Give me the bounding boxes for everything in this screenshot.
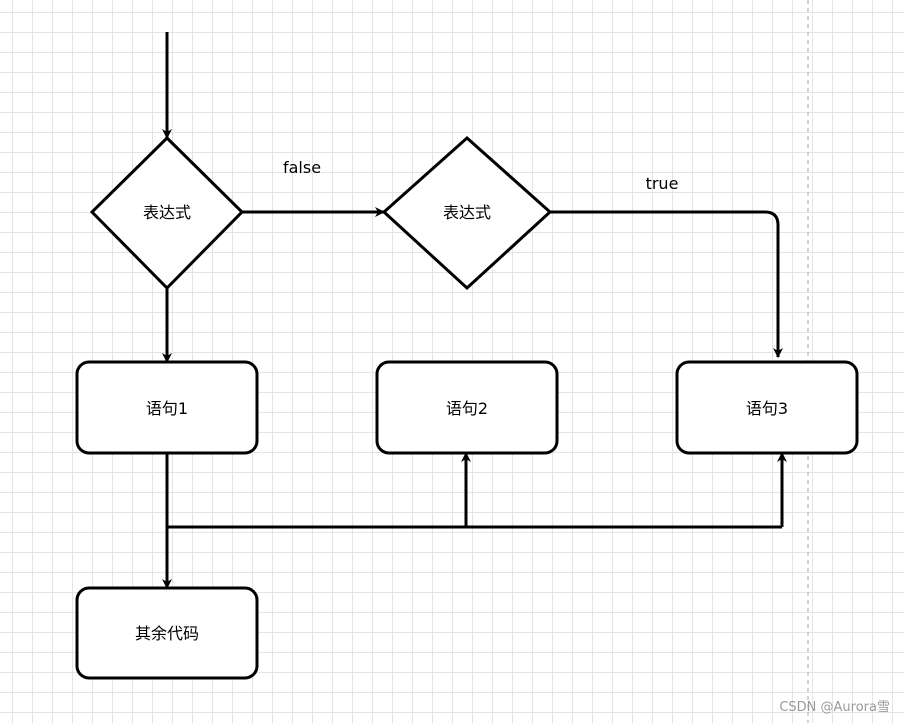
rest-code-label: 其余代码	[135, 624, 199, 643]
statement-node-3[interactable]: 语句3	[675, 360, 859, 455]
statement-2-label: 语句2	[446, 399, 488, 418]
decision-1-label: 表达式	[143, 203, 191, 222]
arrow-decision2-to-statement3	[550, 210, 783, 358]
decision-node-2[interactable]: 表达式	[381, 135, 553, 291]
false-edge-label: false	[283, 158, 321, 177]
statement-node-1[interactable]: 语句1	[75, 360, 259, 455]
statement-1-label: 语句1	[146, 399, 188, 418]
statement-3-label: 语句3	[746, 399, 788, 418]
watermark-text: CSDN @Aurora雪	[779, 700, 890, 715]
decision-2-label: 表达式	[443, 203, 491, 222]
statement-node-2[interactable]: 语句2	[375, 360, 559, 455]
decision-node-1[interactable]: 表达式	[89, 135, 245, 291]
true-edge-label: true	[646, 174, 679, 193]
rest-code-node[interactable]: 其余代码	[75, 586, 259, 680]
